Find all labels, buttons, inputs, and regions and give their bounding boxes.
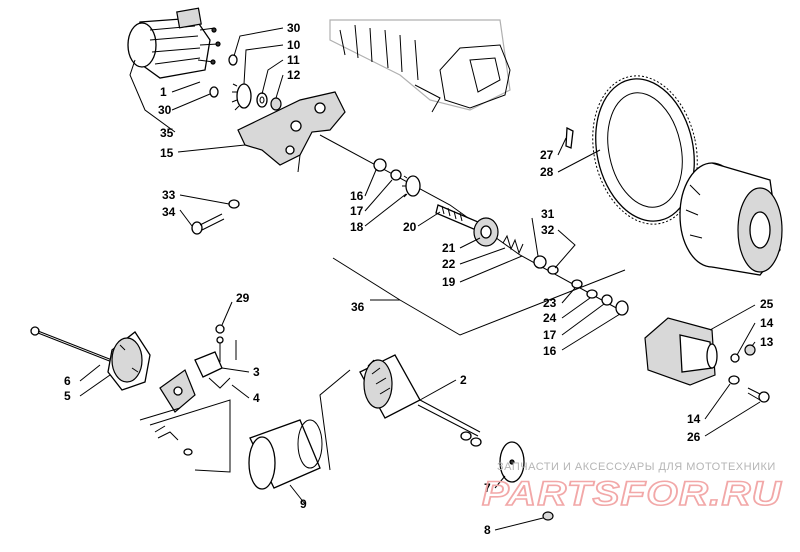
pinion-gear-10 [231,83,252,111]
callout-7: 7 [484,481,491,495]
armature-2 [359,354,481,437]
callout-13: 13 [760,335,774,349]
end-plate-7 [499,441,525,483]
spring-22 [502,234,524,255]
brush-spring-3 [194,351,231,389]
watermark-logo: PARTSFOR.RU [482,475,783,513]
callout-32: 32 [541,223,555,237]
callout-26: 26 [687,430,701,444]
washer-14-upper [730,353,740,363]
callout-17-upper: 17 [350,204,364,218]
armature-washers [460,431,482,447]
watermark-tagline: ЗАПЧАСТИ И АКСЕССУАРЫ ДЛЯ МОТОТЕХНИКИ [497,461,776,473]
callout-27: 27 [540,148,554,162]
callout-33: 33 [162,188,176,202]
clutch-housing [679,162,783,276]
callout-34: 34 [162,205,176,219]
brush-holder-4 [159,369,196,413]
callout-16-lower: 16 [543,344,557,358]
callout-15: 15 [160,146,174,160]
callout-11: 11 [287,53,300,67]
callout-4: 4 [253,391,260,405]
starter-motor-assembly [127,7,221,79]
callout-17-lower: 17 [543,328,557,342]
callout-14-upper: 14 [760,316,774,330]
callout-2: 2 [460,373,467,387]
washer-11 [256,92,268,108]
callout-5: 5 [64,389,71,403]
drive-shaft-20 [435,204,479,231]
callout-25: 25 [760,297,774,311]
callout-36: 36 [351,300,365,314]
callout-21: 21 [442,241,456,255]
washer-24 [586,289,598,299]
callout-35: 35 [160,126,174,140]
callout-3: 3 [253,365,260,379]
bolt-30-upper [228,54,238,66]
engine-block-outline [329,19,511,113]
callout-10: 10 [287,38,301,52]
nut-13 [744,344,756,356]
bolt-26 [747,387,770,403]
callout-30-upper: 30 [287,21,301,35]
snap-ring-32 [547,265,559,275]
callout-18: 18 [350,220,364,234]
callout-31: 31 [541,207,555,221]
callout-labels: 30 10 11 12 1 30 35 15 33 34 16 17 18 20… [64,21,774,537]
callout-1: 1 [160,85,167,99]
bolt-34 [191,213,225,235]
nut-8 [542,511,554,521]
mounting-bracket-15 [237,91,346,173]
callout-16-upper: 16 [350,189,364,203]
callout-14-lower: 14 [687,412,701,426]
callout-8: 8 [484,523,491,537]
collar-19 [533,255,547,269]
bushing-16-lower [615,300,629,316]
field-housing-9 [248,419,323,490]
washer-17-upper [390,169,402,181]
callout-22: 22 [442,257,456,271]
callout-29: 29 [236,291,250,305]
washer-17-lower [601,294,613,306]
gear-18 [402,175,421,198]
brush-leads [154,425,193,456]
bushing-16-upper [373,158,387,172]
end-cap-25 [644,317,718,386]
nut-12 [270,97,282,111]
callout-20: 20 [403,220,417,234]
watermark: ЗАПЧАСТИ И АКСЕССУАРЫ ДЛЯ МОТОТЕХНИКИ PA… [481,461,783,514]
clutch-21 [473,217,499,247]
callout-24: 24 [543,311,557,325]
through-bolt-6 [30,326,113,363]
bolt-27 [565,126,574,149]
bolt-30-lower [209,86,219,98]
callout-28: 28 [540,165,554,179]
callout-6: 6 [64,374,71,388]
callout-30-lower: 30 [158,103,172,117]
bolt-29 [215,324,225,362]
washer-33 [228,199,240,209]
washer-14-lower [728,375,740,385]
washer-23 [571,279,583,289]
callout-12: 12 [287,68,301,82]
end-frame-5 [107,331,151,391]
leader-lines [79,27,761,531]
callout-23: 23 [543,296,557,310]
callout-9: 9 [300,497,307,511]
callout-19: 19 [442,275,456,289]
